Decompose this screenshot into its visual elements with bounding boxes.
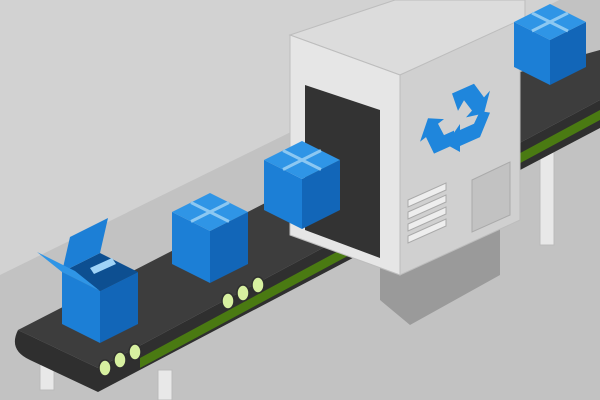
box-right-face — [100, 272, 138, 343]
box-right-face — [550, 22, 586, 85]
box-tape — [282, 149, 322, 171]
box-flap — [37, 252, 100, 291]
boxes — [37, 4, 586, 343]
roller — [236, 284, 250, 302]
box-right-face — [210, 212, 248, 283]
box-contents — [90, 258, 116, 274]
roller — [221, 292, 235, 310]
vent-grille-icon — [407, 182, 447, 244]
box — [514, 4, 586, 85]
box-flap — [62, 218, 108, 272]
box-left-face — [172, 212, 210, 283]
box-tape — [531, 11, 569, 33]
box-right-face — [302, 160, 340, 229]
box — [172, 193, 248, 283]
box-left-face — [514, 22, 550, 85]
access-panel — [471, 161, 511, 233]
box-tape — [190, 201, 230, 223]
roller — [128, 343, 142, 361]
box-left-face — [62, 272, 100, 343]
belt-end-curve — [14, 330, 98, 392]
recycling-machine — [288, 0, 526, 325]
roller — [98, 359, 112, 377]
roller — [251, 276, 265, 294]
recycle-icon — [420, 83, 490, 154]
open-box — [37, 218, 138, 343]
box — [264, 141, 340, 229]
box-left-face — [264, 160, 302, 229]
roller — [113, 351, 127, 369]
